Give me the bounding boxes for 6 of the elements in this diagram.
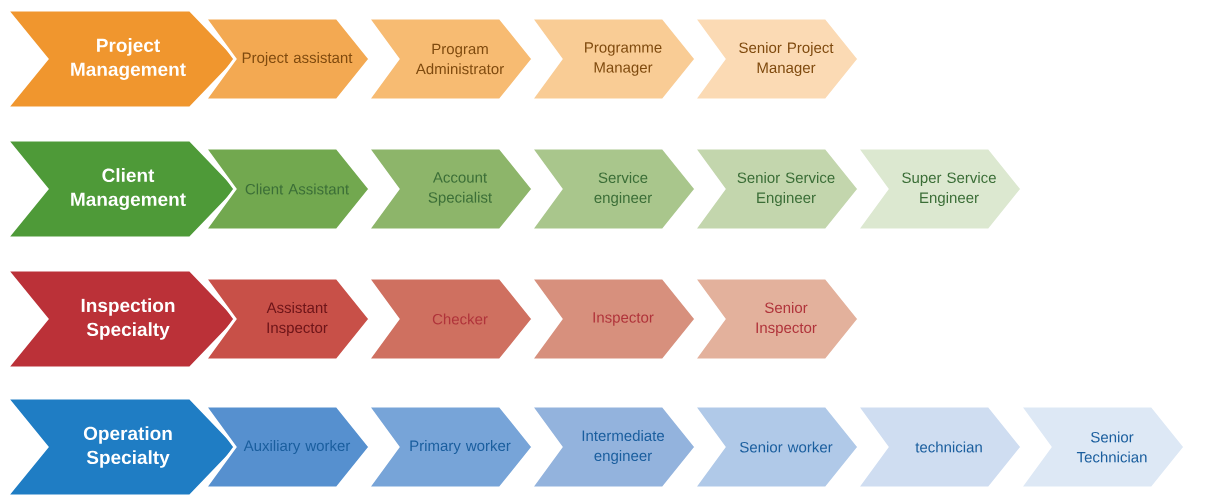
chevron-step: Primary worker — [365, 404, 535, 490]
chevron-step: Auxiliary worker — [202, 404, 372, 490]
chevron-step: Senior worker — [691, 404, 861, 490]
chevron-step: technician — [854, 404, 1024, 490]
chevron-step: Intermediate engineer — [528, 404, 698, 490]
chevron-step: Senior Technician — [1017, 404, 1187, 490]
